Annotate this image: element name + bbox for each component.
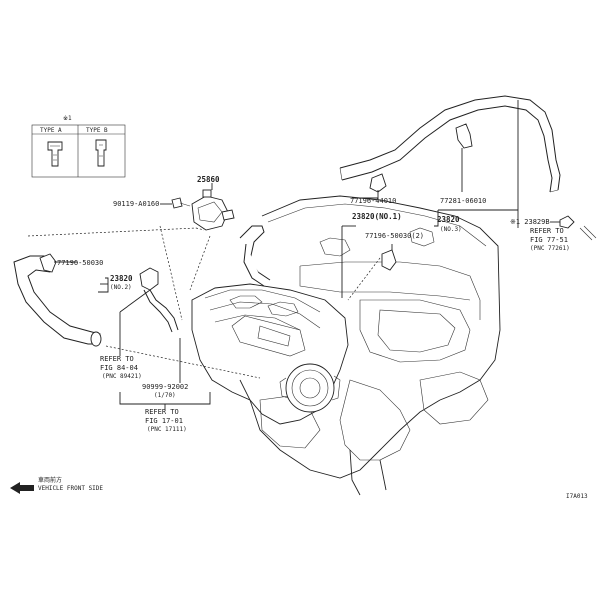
front-label-en: VEHICLE FRONT SIDE (38, 485, 103, 492)
upper-vacuum-hose (339, 95, 561, 193)
clip-type-legend: ※1 TYPE A TYPE B (31, 115, 126, 178)
label-77196-44010: 77196-44010 (350, 197, 396, 205)
front-label-jp: 車両前方 (38, 476, 62, 484)
label-77196-50030-left: 77196-50030 (57, 259, 103, 267)
label-90119: 90119-A0160 (113, 200, 159, 208)
connector-23820-left (139, 267, 179, 333)
label-23820-no1: 23820(NO.1) (352, 212, 402, 221)
dashed-reference-lines (27, 225, 381, 379)
label-refer-bottom-2: FIG 17-01 (145, 417, 183, 425)
label-23820-left: 23820 (110, 274, 133, 283)
hose-clip-77196-50030-mid (381, 249, 397, 271)
hose-23820-no2 (13, 253, 102, 347)
leader-lines (54, 100, 560, 410)
vehicle-front-indicator: 車両前方 VEHICLE FRONT SIDE (10, 476, 103, 494)
label-refer-right-2: FIG 77-51 (530, 236, 568, 244)
legend-title: ※1 (63, 115, 72, 122)
hose-end-23829b (559, 215, 597, 241)
front-arrow-icon (10, 482, 34, 494)
clip-type-a-icon (47, 141, 63, 167)
throttle-body (285, 363, 335, 413)
label-23820-right-sub: (NO.3) (440, 226, 462, 233)
label-refer-left-2: FIG 84-04 (100, 364, 138, 372)
legend-box (31, 124, 126, 178)
label-25860: 25860 (197, 175, 220, 184)
label-23820-left-sub: (NO.2) (110, 284, 132, 291)
label-refer-left-1: REFER TO (100, 355, 134, 363)
label-refer-bottom-1: REFER TO (145, 408, 179, 416)
legend-type-a: TYPE A (40, 127, 62, 134)
label-23820-right: 23820 (437, 215, 460, 224)
engine-assembly (191, 195, 501, 496)
diagram-id: I7A013 (566, 493, 588, 500)
hose-clip-77196-50030-left (39, 253, 57, 273)
hose-clip-77281 (455, 123, 473, 149)
bolt-90119 (171, 197, 191, 209)
label-90999-sub: (1/70) (154, 392, 176, 399)
label-refer-bottom-3: (PNC 17111) (147, 426, 187, 433)
callout-labels: 25860 90119-A0160 77196-50030 23820 (NO.… (57, 175, 570, 433)
vsv-valve-25860 (191, 189, 235, 231)
clip-type-b-icon (95, 139, 107, 167)
legend-type-b: TYPE B (86, 127, 108, 134)
hose-clip-77196-44010 (369, 173, 387, 193)
label-refer-right-3: (PNC 77261) (530, 245, 570, 252)
label-77281: 77281-06010 (440, 197, 486, 205)
label-77196-50030-mid: 77196-50030(2) (365, 232, 424, 240)
label-23829b: ※1 23829B (510, 218, 550, 226)
label-90999: 90999-92002 (142, 383, 188, 391)
label-refer-left-3: (PNC 89421) (102, 373, 142, 380)
label-refer-right-1: REFER TO (530, 227, 564, 235)
